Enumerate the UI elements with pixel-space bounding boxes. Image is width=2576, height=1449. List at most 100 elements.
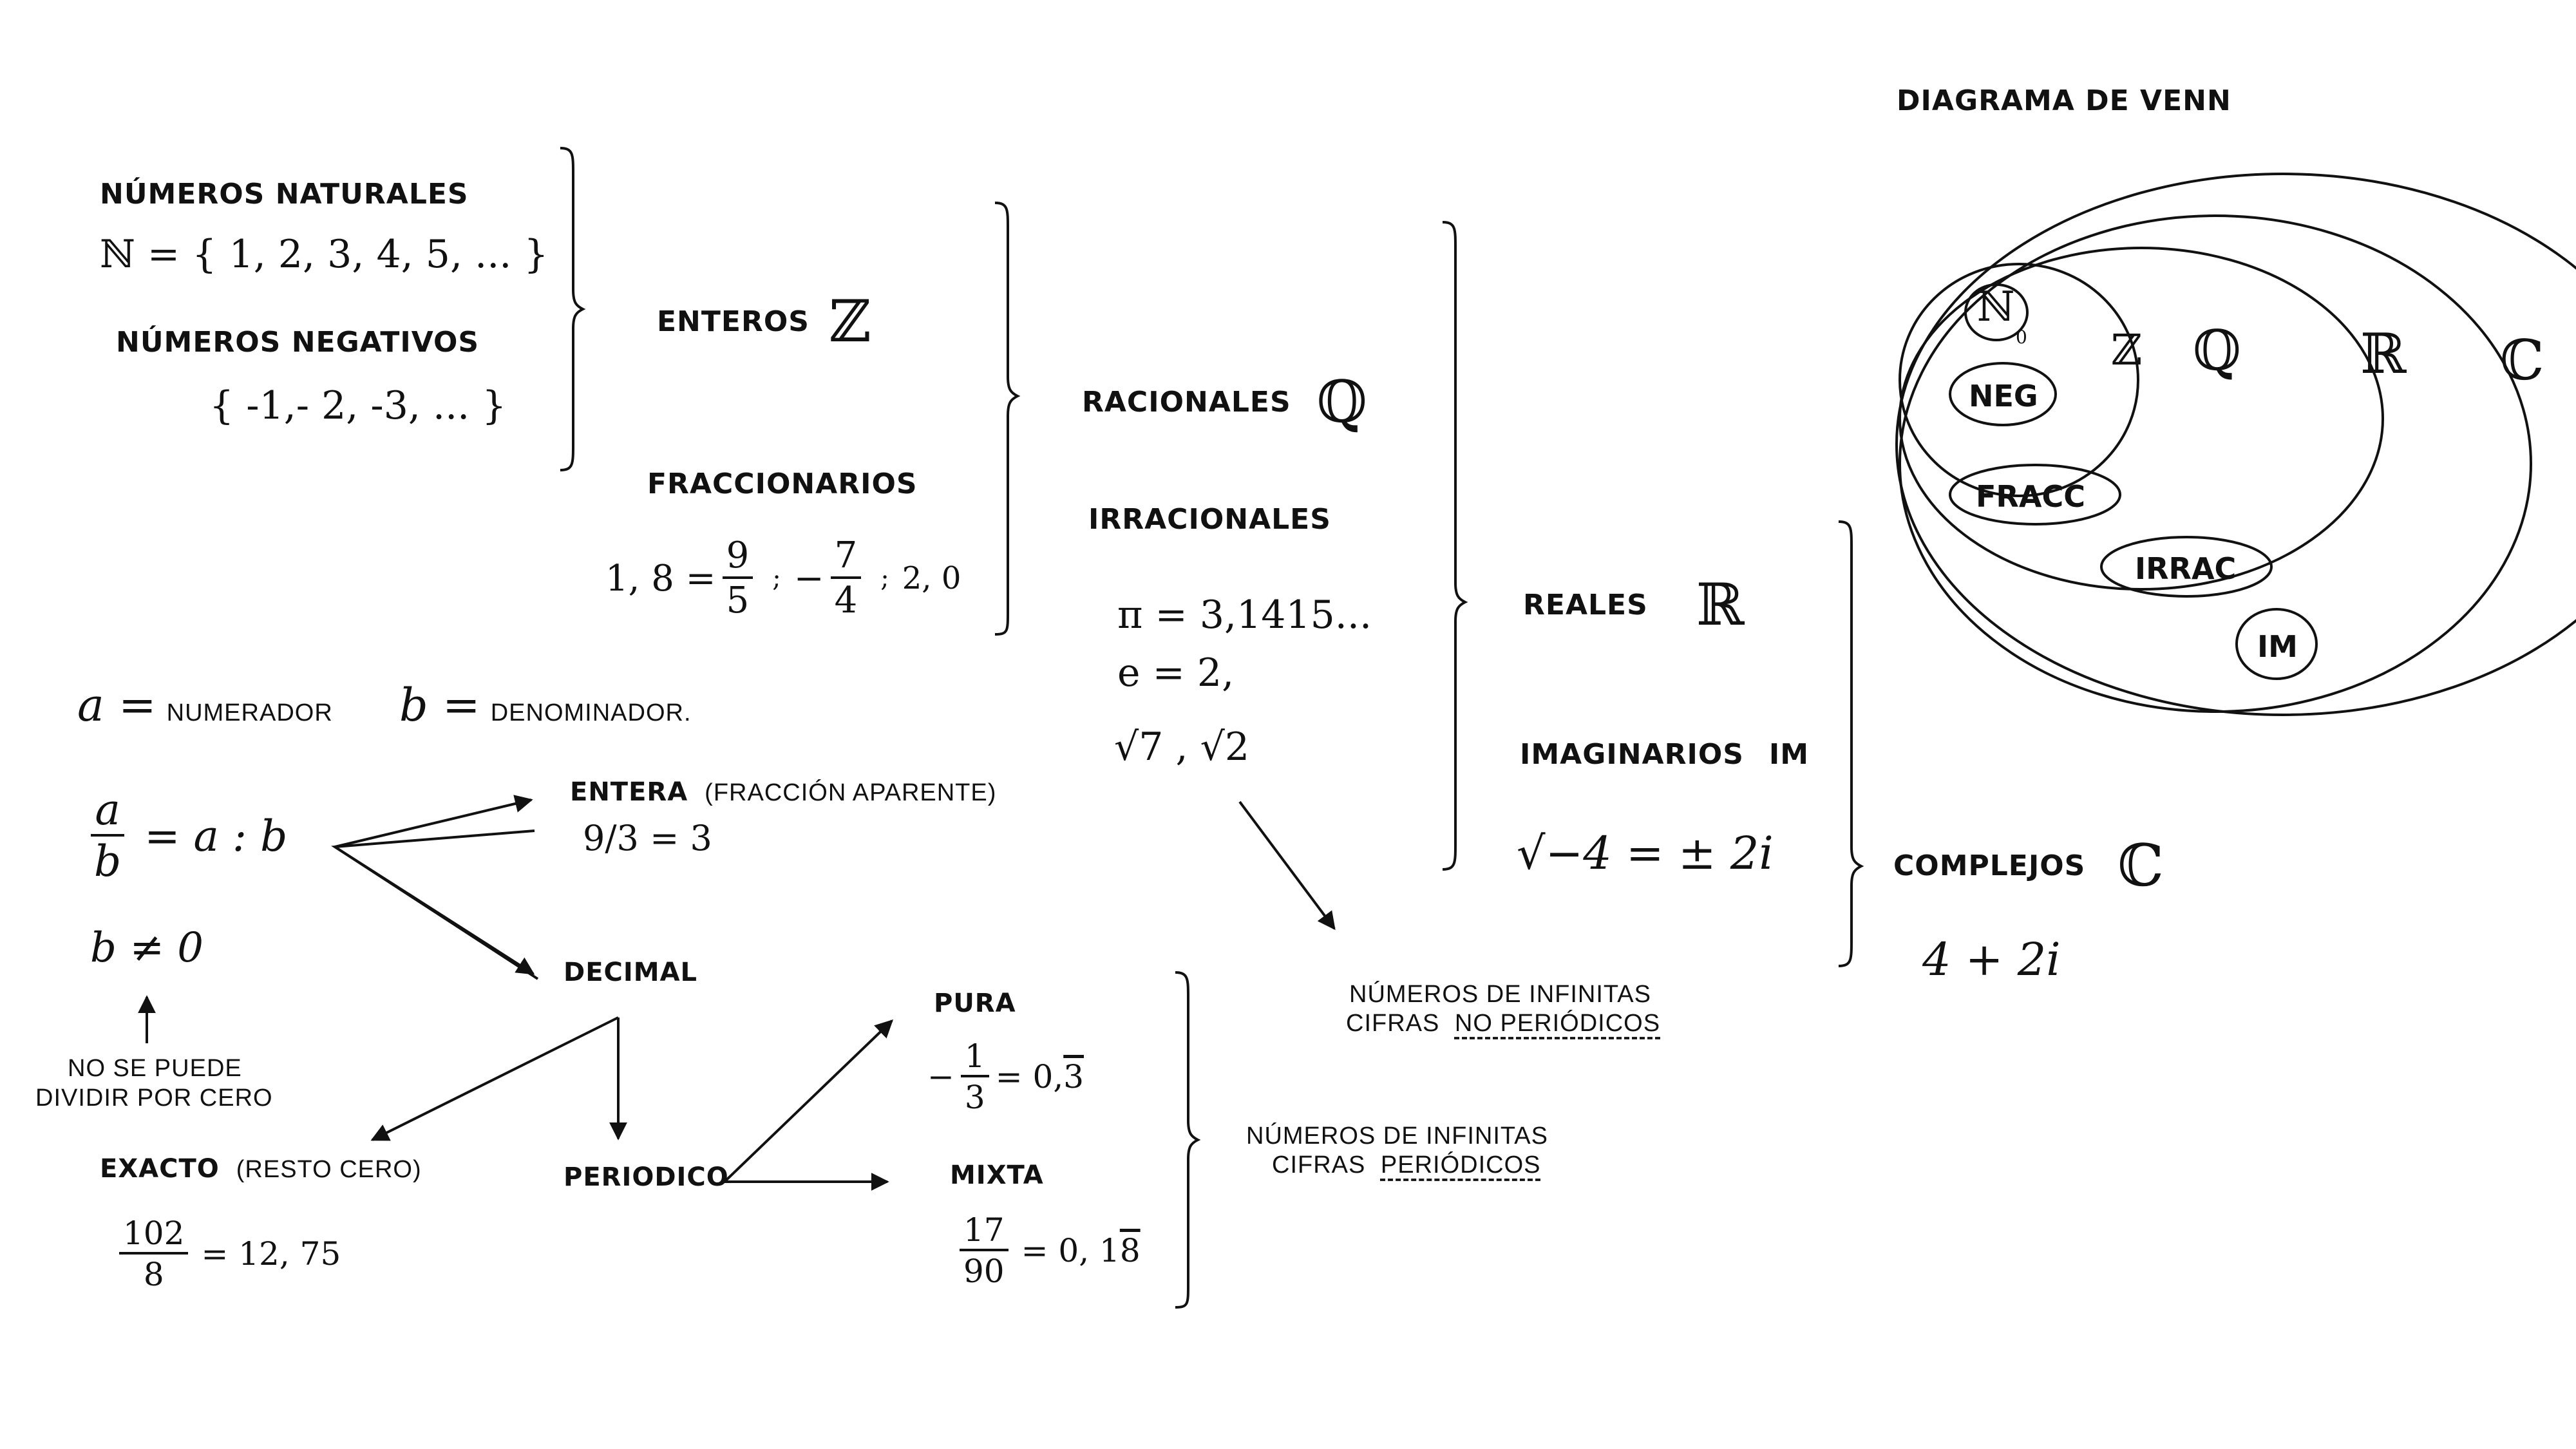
mixta-example: 17 90 = 0, 1 8 <box>953 1214 1141 1287</box>
arrow-to-entera <box>334 795 533 848</box>
fracc-ex1-fraction: 9 5 <box>722 538 753 621</box>
fraccionarios-title: FRACCIONARIOS <box>647 468 918 500</box>
periodico-title: PERIODICO <box>564 1162 729 1192</box>
enteros-symbol: ℤ <box>828 288 871 355</box>
note-no-periodicos-emphasis: NO PERIÓDICOS <box>1454 1010 1661 1037</box>
imaginarios-title: IMAGINARIOS <box>1520 738 1744 771</box>
definition-a: a = NUMERADOR <box>77 683 333 728</box>
reales-title: REALES <box>1523 589 1648 621</box>
division-den: b <box>94 837 122 886</box>
exacto-example: 102 8 = 12, 75 <box>113 1217 341 1291</box>
note-no-periodicos-line2: CIFRAS NO PERIÓDICOS <box>1346 1011 1660 1036</box>
fracc-ex3: 2, 0 <box>902 560 961 596</box>
naturales-elements: { 1, 2, 3, 4, 5, ... } <box>192 232 549 277</box>
mixta-fraction: 17 90 <box>960 1214 1009 1287</box>
venn-r-symbol: ℝ <box>2360 322 2407 386</box>
fracc-sep2: ; <box>880 564 889 593</box>
venn-n <box>1964 283 2029 341</box>
venn-q-symbol: ℚ <box>2193 319 2241 383</box>
complejos-symbol: ℂ <box>2117 832 2164 900</box>
fraccionarios-examples: 1, 8 = 9 5 ; − 7 4 ; 2, 0 <box>605 538 961 619</box>
venn-z <box>1899 263 2139 497</box>
brace-pura-mixta <box>1175 971 1201 1309</box>
brace-racionales-irracionales <box>1442 221 1468 871</box>
entera-example: 9/3 = 3 <box>583 818 712 858</box>
division-expression: a b = a : b <box>84 789 287 883</box>
note-periodicos-line2: CIFRAS PERIÓDICOS <box>1272 1153 1541 1177</box>
irracionales-title: IRRACIONALES <box>1088 503 1331 536</box>
exacto-fraction: 102 8 <box>119 1217 189 1293</box>
note-no-periodicos-cifras: CIFRAS <box>1346 1010 1440 1037</box>
venn-im-label: IM <box>2257 629 2298 664</box>
arrow-irracionales-note <box>1238 800 1336 931</box>
division-condition: b ≠ 0 <box>90 924 204 972</box>
exacto-den: 8 <box>143 1256 164 1293</box>
venn-q <box>1899 247 2384 591</box>
division-note-line2: DIVIDIR POR CERO <box>35 1084 273 1112</box>
irracionales-e: e = 2, <box>1117 650 1235 696</box>
irracionales-pi: π = 3,1415... <box>1117 592 1372 638</box>
pura-den: 3 <box>964 1079 985 1116</box>
entera-label: ENTERA (FRACCIÓN APARENTE) <box>570 779 996 805</box>
division-rhs: = a : b <box>144 811 288 861</box>
fracc-ex2-sign: − <box>793 557 824 600</box>
fracc-ex2-fraction: 7 4 <box>830 538 862 619</box>
mixta-rhs-repeating: 8 <box>1119 1232 1141 1269</box>
arrow-to-decimal <box>334 846 535 975</box>
venn-neg-label: NEG <box>1969 379 2038 413</box>
reales-label: REALES ℝ <box>1523 576 1745 634</box>
exacto-label: EXACTO (RESTO CERO) <box>100 1156 422 1182</box>
negativos-title: NÚMEROS NEGATIVOS <box>116 326 480 359</box>
venn-r <box>1899 214 2532 713</box>
fracc-ex1-lhs: 1, 8 = <box>605 557 716 600</box>
arrow-to-exacto <box>370 1016 619 1141</box>
venn-irrac-label: IRRAC <box>2135 551 2237 586</box>
pura-fraction: 1 3 <box>960 1040 989 1116</box>
brace-naturales-negativos <box>560 147 586 471</box>
mixta-rhs-prefix: = 0, 1 <box>1021 1232 1120 1269</box>
venn-neg <box>1949 362 2057 426</box>
venn-n-subscript: 0 <box>2016 327 2027 348</box>
complejos-label: COMPLEJOS ℂ <box>1893 837 2164 895</box>
note-periodicos-emphasis: PERIÓDICOS <box>1380 1151 1541 1179</box>
racionales-label: RACIONALES ℚ <box>1082 374 1367 431</box>
definition-b-symbol: b = <box>399 679 480 732</box>
entera-note: (FRACCIÓN APARENTE) <box>705 779 997 806</box>
brace-enteros-fraccionarios <box>994 202 1021 636</box>
venn-fracc <box>1949 464 2121 526</box>
enteros-label: ENTEROS ℤ <box>657 293 871 351</box>
naturales-title: NÚMEROS NATURALES <box>100 178 469 211</box>
mixta-den: 90 <box>963 1253 1005 1290</box>
exacto-rhs: = 12, 75 <box>201 1235 341 1273</box>
irracionales-roots: √7 , √2 <box>1114 724 1250 770</box>
fracc-ex1-den: 5 <box>726 580 750 621</box>
pura-rhs-repeating: 3 <box>1063 1058 1084 1095</box>
definition-b-text: DENOMINADOR. <box>490 699 692 726</box>
arrow-to-pura <box>723 1019 894 1183</box>
definition-a-text: NUMERADOR <box>166 699 333 726</box>
naturales-symbol: ℕ = <box>100 232 180 277</box>
definition-a-symbol: a = <box>77 679 156 732</box>
brace-reales-imaginarios <box>1838 520 1864 967</box>
venn-c <box>1895 173 2576 716</box>
imaginarios-label: IMAGINARIOS IM <box>1520 741 1809 769</box>
negativos-set: { -1,- 2, -3, ... } <box>209 383 507 428</box>
pura-sign: − <box>927 1058 954 1095</box>
venn-irrac <box>2100 536 2273 598</box>
exacto-num: 102 <box>119 1217 189 1255</box>
venn-circles <box>1895 173 2576 716</box>
fracc-ex1-num: 9 <box>722 538 753 579</box>
imaginarios-abbr: IM <box>1768 738 1810 771</box>
fracc-ex2-num: 7 <box>830 538 862 579</box>
mixta-num: 17 <box>960 1214 1009 1251</box>
division-note-line1: NO SE PUEDE <box>68 1055 242 1082</box>
fracc-sep1: ; <box>772 564 781 593</box>
note-periodicos-cifras: CIFRAS <box>1272 1151 1366 1179</box>
pura-title: PURA <box>934 989 1016 1018</box>
note-no-periodicos-line1: NÚMEROS DE INFINITAS <box>1349 981 1651 1008</box>
division-fraction: a b <box>90 789 125 883</box>
racionales-title: RACIONALES <box>1082 386 1291 419</box>
pura-example: − 1 3 = 0, 3 <box>927 1040 1084 1113</box>
